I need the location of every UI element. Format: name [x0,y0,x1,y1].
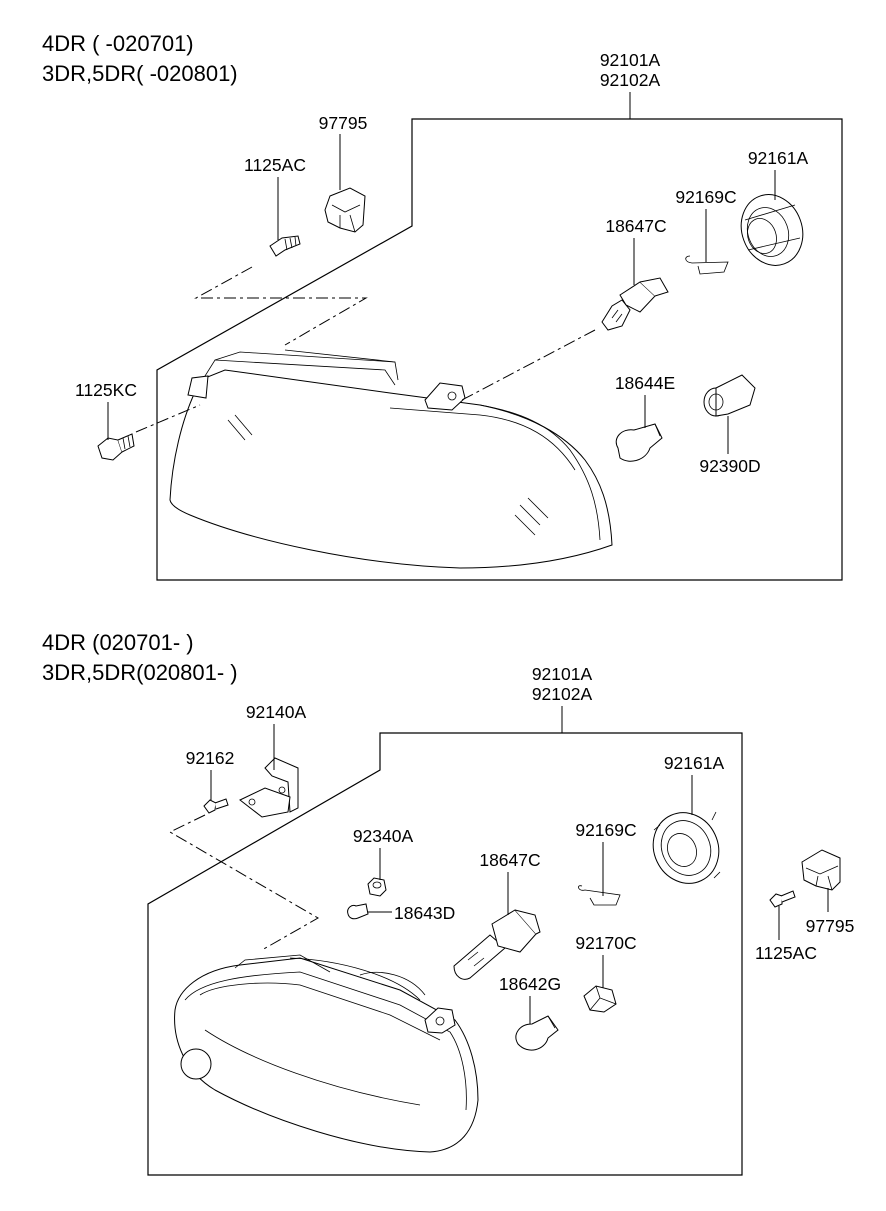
section2-assembly-label-1[interactable]: 92101A [532,664,593,684]
section1-install-line-2 [135,404,201,433]
section1-label-92161a[interactable]: 92161A [748,148,809,168]
section2-label-92170c[interactable]: 92170C [575,933,636,953]
section1-screw-1125kc[interactable] [97,433,135,461]
section2-outside-screw-1125ac[interactable] [769,890,796,908]
section1-label-97795[interactable]: 97795 [319,113,368,133]
section2-spring-clip-92169c[interactable] [578,885,621,906]
section2-header-line1: 4DR (020701- ) [42,630,194,655]
section1-install-line-3 [461,329,596,401]
section1-headlamp-housing [169,349,613,569]
section1-label-1125kc[interactable]: 1125KC [75,380,137,400]
section2-outside-parts: 97795 1125AC [755,849,855,963]
section1-label-1125ac[interactable]: 1125AC [244,155,306,175]
section2-cap-92161a[interactable] [642,802,730,894]
section1-bracket-97795[interactable] [324,187,366,233]
section1-assembly-frame [156,118,843,581]
section1-label-92390d[interactable]: 92390D [699,456,760,476]
section1-screw-1125ac[interactable] [269,235,301,257]
section1-cap-92161a[interactable] [731,186,812,274]
section2-bracket-92140a[interactable] [239,757,299,818]
section1-turn-bulb-18644e[interactable] [615,423,663,462]
section2-assembly-frame [147,732,743,1176]
section1-install-line-1 [194,266,368,346]
section1-header: 4DR ( -020701) 3DR,5DR( -020801) [42,29,238,89]
section2-label-92340a[interactable]: 92340A [353,826,414,846]
section1-header-line1: 4DR ( -020701) [42,31,194,56]
section1-socket-92390d[interactable] [703,374,756,417]
section2-headlamp-housing [174,954,479,1153]
section2-turn-socket-92170c[interactable] [583,985,617,1013]
section2-turn-bulb-18642g[interactable] [515,1015,559,1051]
section2-label-92161a[interactable]: 92161A [664,753,725,773]
section1-spring-clip-92169c[interactable] [685,255,729,275]
section2-headlamp-bulb-18647c[interactable] [453,909,541,980]
section1-assembly: 92101A 92102A 97795 1125A [75,50,843,581]
section2-label-92162[interactable]: 92162 [186,748,235,768]
section2-header-line2: 3DR,5DR(020801- ) [42,660,238,685]
section2-assembly-label-2[interactable]: 92102A [532,684,593,704]
section1-label-18644e[interactable]: 18644E [615,373,675,393]
section2-install-line [168,814,320,951]
section2-label-97795[interactable]: 97795 [806,916,855,936]
section2-position-socket-92340a[interactable] [367,877,387,897]
section2-label-18643d[interactable]: 18643D [394,903,455,923]
section1-header-line2: 3DR,5DR( -020801) [42,61,238,86]
section2-outside-bracket-97795[interactable] [801,849,841,891]
section2-label-92169c[interactable]: 92169C [575,820,636,840]
section2-label-18642g[interactable]: 18642G [499,974,561,994]
section2-position-bulb-18643d[interactable] [347,903,369,920]
section2-bolt-92162[interactable] [203,798,229,814]
section1-headlamp-bulb-18647c[interactable] [601,277,669,331]
section2-label-18647c[interactable]: 18647C [479,850,540,870]
section2-label-92140a[interactable]: 92140A [246,702,307,722]
section1-label-18647c[interactable]: 18647C [605,216,666,236]
section1-assembly-label-2[interactable]: 92102A [600,70,661,90]
section2-assembly: 92101A 92102A 92140A [147,664,743,1176]
section1-assembly-label-1[interactable]: 92101A [600,50,661,70]
section2-label-1125ac[interactable]: 1125AC [755,943,817,963]
section1-label-92169c[interactable]: 92169C [675,187,736,207]
section2-header: 4DR (020701- ) 3DR,5DR(020801- ) [42,628,238,688]
